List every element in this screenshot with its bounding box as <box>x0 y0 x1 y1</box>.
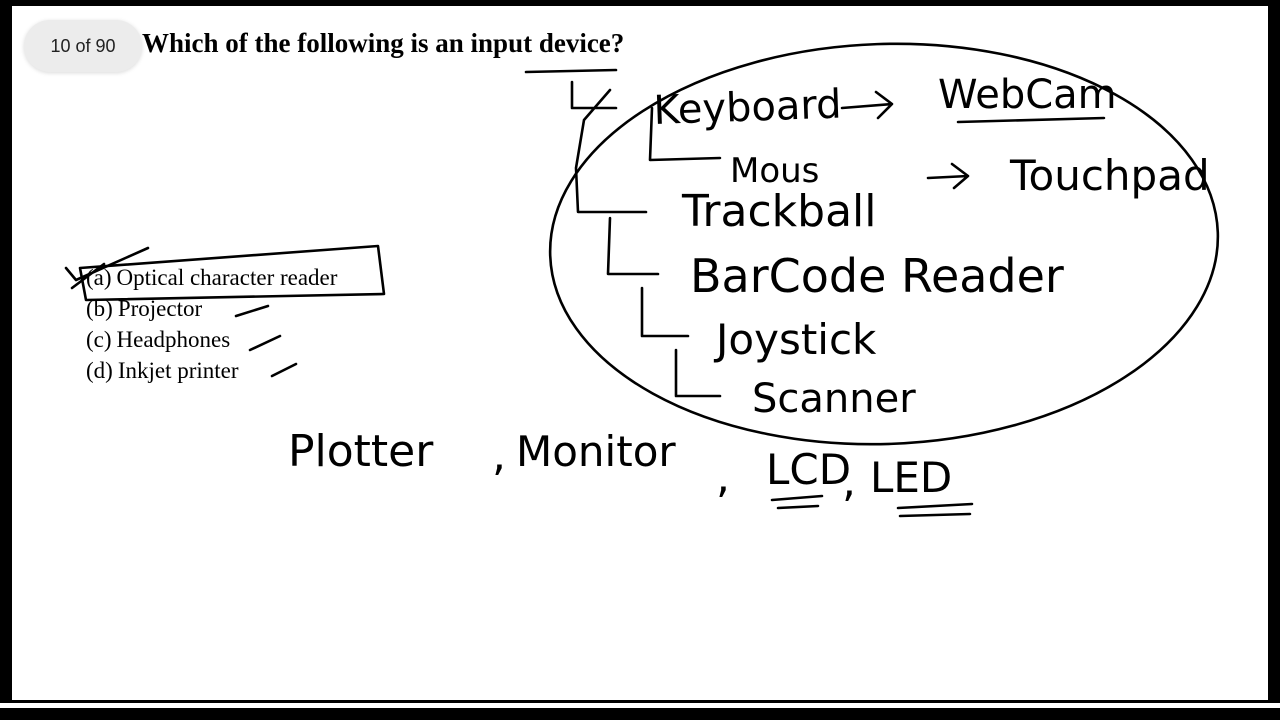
page-counter-badge: 10 of 90 <box>24 20 142 72</box>
option-b[interactable]: (b)Projector <box>86 293 337 324</box>
option-label: Inkjet printer <box>117 358 239 383</box>
option-key: (d) <box>86 358 113 383</box>
option-label: Optical character reader <box>116 265 338 290</box>
option-key: (b) <box>86 296 113 321</box>
option-c[interactable]: (c)Headphones <box>86 324 337 355</box>
question-text: Which of the following is an input devic… <box>142 28 625 58</box>
option-d[interactable]: (d)Inkjet printer <box>86 355 337 386</box>
option-label: Projector <box>117 296 203 321</box>
option-label: Headphones <box>116 327 231 352</box>
page-counter-text: 10 of 90 <box>50 35 116 56</box>
options-list: (a)Optical character reader (b)Projector… <box>86 262 337 386</box>
option-key: (c) <box>86 327 112 352</box>
option-key: (a) <box>86 265 112 290</box>
option-a[interactable]: (a)Optical character reader <box>86 262 337 293</box>
bottom-strip <box>0 703 1280 708</box>
